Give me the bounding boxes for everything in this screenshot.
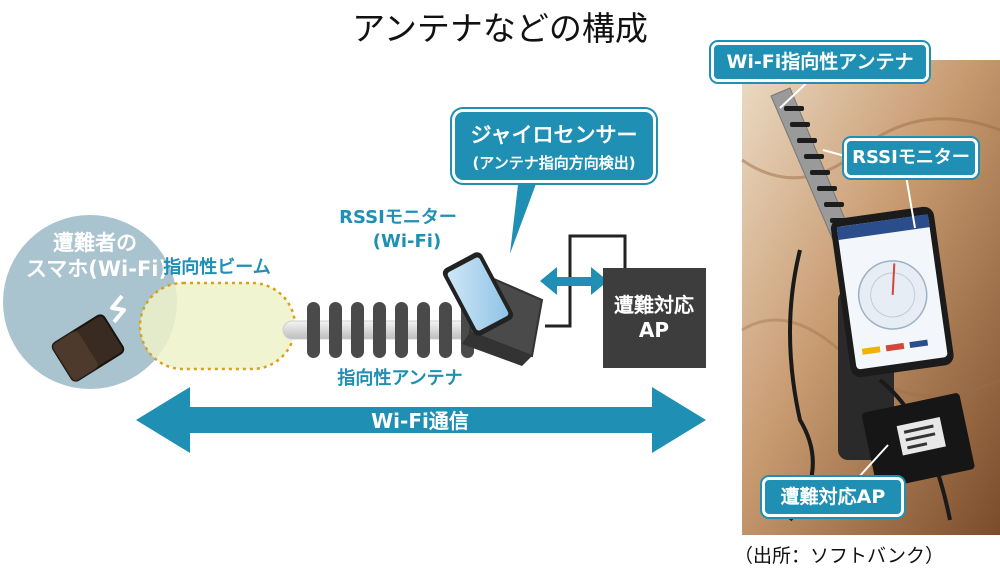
directional-beam-shape	[138, 281, 297, 371]
ap-cable	[545, 234, 627, 328]
beam-label: 指向性ビーム	[163, 256, 270, 278]
victim-area-circle	[3, 215, 177, 389]
emergency-ap-box	[603, 268, 706, 368]
wifi-comm-label: Wi-Fi通信	[371, 409, 469, 433]
photo-callout-rssi-monitor: RSSIモニター	[844, 138, 978, 178]
mount-ap-double-arrow	[540, 267, 608, 295]
gyro-sensor-callout: ジャイロセンサー (アンテナ指向方向検出)	[455, 112, 653, 180]
source-credit: （出所：ソフトバンク）	[734, 545, 944, 567]
victim-smartphone	[51, 314, 125, 382]
antenna-label: 指向性アンテナ	[337, 367, 462, 389]
gyro-callout-tail	[507, 175, 541, 263]
rssi-label-line1: RSSIモニター	[339, 207, 457, 228]
ap-label-line1: 遭難対応	[614, 293, 694, 317]
rssi-monitor-phone	[442, 252, 514, 336]
equipment-photo	[741, 60, 1000, 535]
victim-label-line2: スマホ(Wi-Fi)	[26, 257, 168, 281]
victim-label-line1: 遭難者の	[53, 231, 137, 255]
gyro-label-line2: (アンテナ指向方向検出)	[472, 154, 636, 172]
directional-antenna	[282, 302, 494, 358]
ap-label-line2: AP	[639, 318, 669, 342]
diagram-title: アンテナなどの構成	[352, 9, 648, 48]
photo-callout-emergency-ap: 遭難対応AP	[762, 477, 904, 517]
wifi-communication-arrow	[136, 387, 706, 453]
photo-callout-wifi-antenna: Wi-Fi指向性アンテナ	[711, 42, 929, 82]
rssi-label-line2: (Wi-Fi)	[373, 231, 441, 252]
signal-lightning-icon	[110, 294, 126, 324]
gyro-label-line1: ジャイロセンサー	[470, 123, 638, 147]
